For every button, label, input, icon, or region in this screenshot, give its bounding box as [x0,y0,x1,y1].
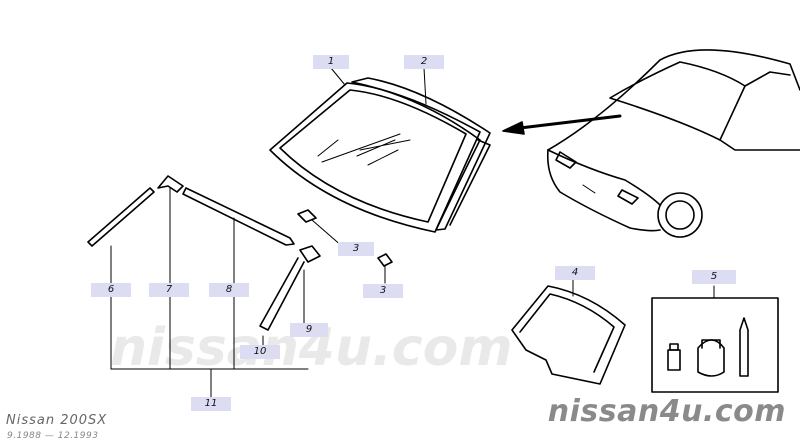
callout-1: 1 [313,55,349,69]
callout-3a: 3 [338,242,374,256]
upper-molding [182,187,295,246]
model-name: Nissan 200SX [6,413,108,428]
callout-9: 9 [290,323,328,337]
model-dates: 9.1988 — 12.1993 [7,431,99,441]
callout-8: 8 [209,283,249,297]
callout-10: 10 [240,345,280,359]
corner-piece [157,175,184,193]
adhesive-kit-box [651,297,779,393]
clip-parts [297,209,393,267]
callout-5: 5 [692,270,736,284]
kit-items [667,317,749,377]
direction-arrow [502,114,622,135]
callout-3b: 3 [363,284,403,298]
callout-2: 2 [404,55,444,69]
side-molding-left [87,187,155,247]
windshield-glass [269,82,481,233]
site-logo: nissan4u.com [547,394,786,429]
car-outline [546,49,800,238]
callout-7: 7 [149,283,189,297]
callout-6: 6 [91,283,131,297]
side-molding-lower [259,257,305,331]
callout-11: 11 [191,397,231,411]
callout-4: 4 [555,266,595,280]
windshield-molding [351,77,491,231]
dam-spacer [511,285,626,385]
side-molding-right [299,245,321,263]
leader-lines [110,67,715,398]
